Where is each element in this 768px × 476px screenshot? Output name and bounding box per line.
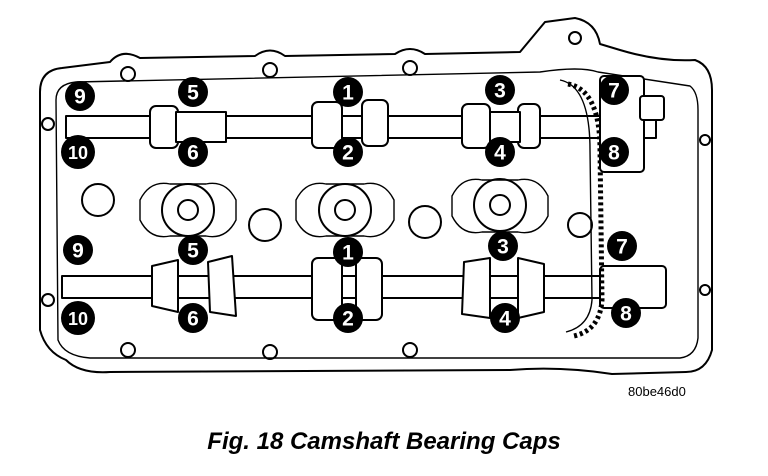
marker-number: 4 bbox=[494, 142, 506, 165]
marker-disc bbox=[485, 137, 515, 167]
marker-disc bbox=[333, 77, 363, 107]
marker-number: 8 bbox=[608, 142, 620, 165]
upper-bearing-cap-marker-4: 4 bbox=[485, 137, 515, 167]
upper-camshaft-markers: 1 2 3 4 5 6 7 8 9 10 bbox=[61, 75, 629, 169]
marker-number: 1 bbox=[342, 242, 354, 265]
lower-bearing-cap-marker-8: 8 bbox=[611, 298, 641, 328]
marker-number: 6 bbox=[187, 142, 199, 165]
lower-bearing-cap-marker-9: 9 bbox=[63, 235, 93, 265]
marker-disc bbox=[488, 231, 518, 261]
marker-number: 3 bbox=[497, 236, 509, 259]
marker-disc bbox=[178, 137, 208, 167]
marker-disc bbox=[599, 137, 629, 167]
marker-disc bbox=[490, 303, 520, 333]
upper-bearing-cap-marker-8: 8 bbox=[599, 137, 629, 167]
marker-disc bbox=[178, 303, 208, 333]
marker-disc bbox=[333, 237, 363, 267]
upper-bearing-cap-marker-6: 6 bbox=[178, 137, 208, 167]
upper-bearing-cap-marker-9: 9 bbox=[65, 81, 95, 111]
marker-number: 7 bbox=[608, 80, 620, 103]
marker-number: 10 bbox=[68, 309, 88, 329]
lower-camshaft-markers: 1 2 3 4 5 6 7 8 9 10 bbox=[61, 231, 641, 335]
lower-bearing-cap-marker-1: 1 bbox=[333, 237, 363, 267]
marker-number: 10 bbox=[68, 143, 88, 163]
figure-caption: Fig. 18 Camshaft Bearing Caps bbox=[207, 428, 561, 455]
marker-number: 9 bbox=[72, 240, 84, 263]
marker-disc bbox=[61, 135, 95, 169]
marker-number: 4 bbox=[499, 308, 511, 331]
marker-number: 7 bbox=[616, 236, 628, 259]
marker-disc bbox=[333, 137, 363, 167]
marker-disc bbox=[65, 81, 95, 111]
marker-number: 3 bbox=[494, 80, 506, 103]
marker-number: 6 bbox=[187, 308, 199, 331]
cylinder-head-drawing bbox=[39, 17, 713, 375]
lower-bearing-cap-marker-6: 6 bbox=[178, 303, 208, 333]
marker-disc bbox=[178, 77, 208, 107]
upper-bearing-cap-marker-3: 3 bbox=[485, 75, 515, 105]
lower-bearing-cap-marker-10: 10 bbox=[61, 301, 95, 335]
marker-number: 1 bbox=[342, 82, 354, 105]
upper-bearing-cap-marker-7: 7 bbox=[599, 75, 629, 105]
upper-bearing-cap-marker-2: 2 bbox=[333, 137, 363, 167]
marker-number: 9 bbox=[74, 86, 86, 109]
lower-bearing-cap-marker-5: 5 bbox=[178, 235, 208, 265]
upper-bearing-cap-marker-1: 1 bbox=[333, 77, 363, 107]
marker-disc bbox=[333, 303, 363, 333]
marker-disc bbox=[607, 231, 637, 261]
upper-bearing-cap-marker-10: 10 bbox=[61, 135, 95, 169]
marker-number: 5 bbox=[187, 240, 199, 263]
marker-disc bbox=[611, 298, 641, 328]
marker-disc bbox=[485, 75, 515, 105]
upper-bearing-cap-marker-5: 5 bbox=[178, 77, 208, 107]
marker-disc bbox=[61, 301, 95, 335]
lower-bearing-cap-marker-4: 4 bbox=[490, 303, 520, 333]
marker-disc bbox=[63, 235, 93, 265]
marker-disc bbox=[599, 75, 629, 105]
lower-bearing-cap-marker-3: 3 bbox=[488, 231, 518, 261]
marker-disc bbox=[178, 235, 208, 265]
figure-reference-code: 80be46d0 bbox=[628, 384, 686, 399]
lower-bearing-cap-marker-7: 7 bbox=[607, 231, 637, 261]
marker-number: 5 bbox=[187, 82, 199, 105]
lower-bearing-cap-marker-2: 2 bbox=[333, 303, 363, 333]
marker-number: 2 bbox=[342, 308, 354, 331]
marker-number: 2 bbox=[342, 142, 354, 165]
marker-number: 8 bbox=[620, 303, 632, 326]
